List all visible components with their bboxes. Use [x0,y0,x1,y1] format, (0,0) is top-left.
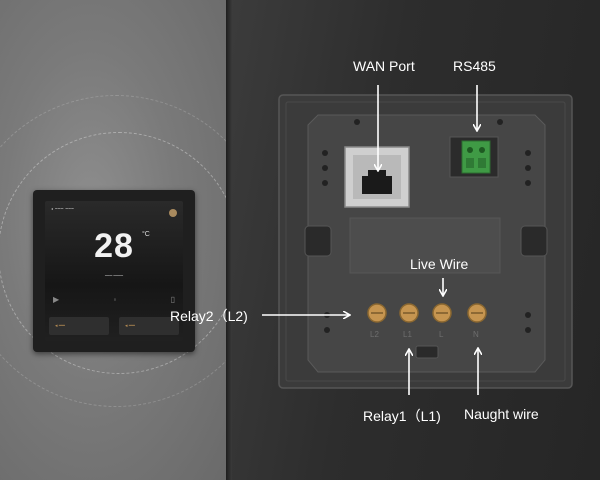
temperature-reading: 28 [94,227,134,265]
settings-icon [169,209,177,217]
center-recess [349,217,501,274]
play-icon: ▶ [53,295,60,304]
screen-controls: ▶ ◦ ▯ [53,295,175,304]
screen-button-left: ◂ ━━ [49,317,109,335]
rs485-label: RS485 [453,58,496,74]
bottom-latch [415,345,439,359]
terminal-block [367,303,487,323]
dot-icon: ◦ [113,295,117,304]
panel-divider [226,0,232,480]
screen-subtext: ━━━ ━━━━ [105,273,123,278]
terminal-label: L1 [403,330,412,339]
decorative-ring [0,95,226,407]
page-icon: ▯ [170,295,175,304]
terminal-label: N [473,330,479,339]
screen-button-right: ◂ ━━ [119,317,179,335]
relay2-label: Relay2（L2) [170,308,248,324]
mounting-clip [520,225,548,257]
terminal-label: L2 [370,330,379,339]
wan-port-label: WAN Port [353,58,415,74]
temperature-unit: °C [142,231,150,238]
mounting-clip [304,225,332,257]
naught-wire-label: Naught wire [464,406,539,422]
thermostat-screen: ◂ ━━━ ━━━ 28 °C ━━━ ━━━━ ▶ ◦ ▯ ◂ ━━ ◂ ━━ [45,201,183,341]
decorative-ring [0,132,226,374]
screen-status-text: ◂ ━━━ ━━━ [51,206,75,211]
terminal-label: L [439,330,444,339]
relay1-label: Relay1（L1) [363,408,441,424]
product-photo-panel: ◂ ━━━ ━━━ 28 °C ━━━ ━━━━ ▶ ◦ ▯ ◂ ━━ ◂ ━━ [0,0,226,480]
thermostat-device: ◂ ━━━ ━━━ 28 °C ━━━ ━━━━ ▶ ◦ ▯ ◂ ━━ ◂ ━━ [33,190,195,352]
live-wire-label: Live Wire [410,256,469,272]
